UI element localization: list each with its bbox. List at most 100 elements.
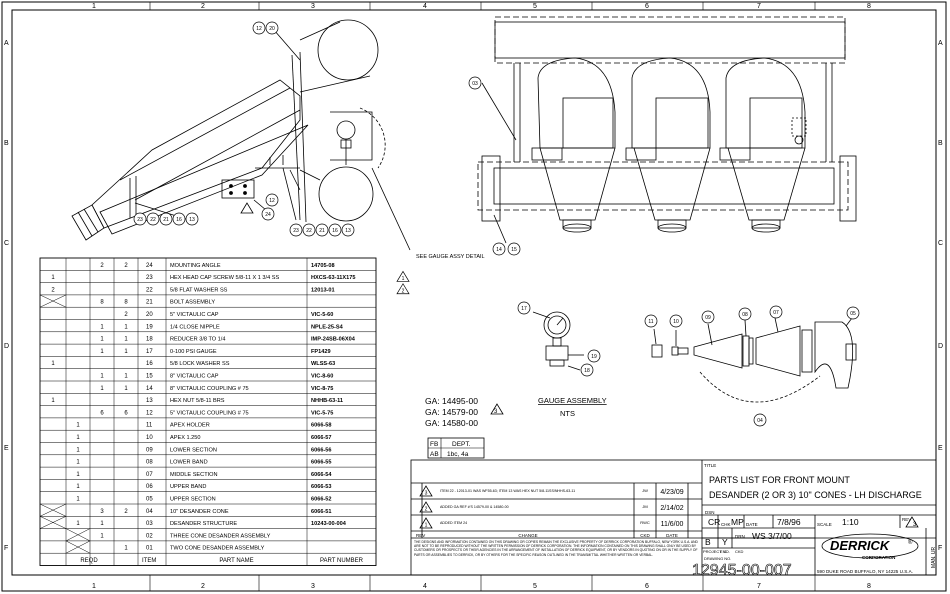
item-number-cell: 12 xyxy=(146,410,153,416)
zone-col-top-3: 3 xyxy=(311,3,315,10)
item-balloon xyxy=(517,301,531,315)
revision-date: 2/14/02 xyxy=(660,505,683,512)
part-name-cell: THREE CONE DESANDER ASSEMBLY xyxy=(170,533,271,539)
item-balloon xyxy=(769,305,783,319)
part-name-cell: REDUCER 3/8 TO 1/4 xyxy=(170,337,225,343)
zone-row-right-F: F xyxy=(938,545,942,552)
item-balloon xyxy=(289,223,303,237)
drawing-label: DRAWING NO. xyxy=(704,556,731,561)
title-block-texts: TITLE PARTS LIST FOR FRONT MOUNT DESANDE… xyxy=(414,463,937,579)
scale-value: 1:10 xyxy=(842,517,859,527)
item-balloon xyxy=(315,223,329,237)
qty-cell: 1 xyxy=(76,460,80,466)
qty-cell: 1 xyxy=(100,349,104,355)
cone-unit-1 xyxy=(537,57,616,233)
zone-row-right-A: A xyxy=(938,40,943,47)
item-balloon-label: 12 xyxy=(269,198,275,204)
part-name-cell: MIDDLE SECTION xyxy=(170,472,218,478)
qty-cell: 1 xyxy=(100,324,104,330)
revision-header-rev: REV xyxy=(416,533,425,538)
item-balloon xyxy=(753,413,767,427)
zone-col-top-6: 6 xyxy=(645,3,649,10)
item-number-cell: 07 xyxy=(146,472,153,478)
gauge-ref-numbers: GA: 14495-00 GA: 14579-00 GA: 14580-00 3… xyxy=(416,254,607,428)
item-balloon xyxy=(644,314,658,328)
part-number-cell: NHHB-63-11 xyxy=(311,398,343,404)
qty-cell: 1 xyxy=(124,349,128,355)
qty-cell: 1 xyxy=(76,472,80,478)
item-balloon-label: 21 xyxy=(319,228,325,234)
item-balloon-label: 17 xyxy=(521,306,527,312)
zone-row-left-C: C xyxy=(4,240,9,247)
item-number-cell: 04 xyxy=(146,509,153,515)
revision-checked: RWC xyxy=(640,520,650,525)
revision-change: ADDED GA REF #'S 14579-00 & 14580-00 xyxy=(440,505,509,509)
item-balloon-label: 11 xyxy=(648,319,653,325)
cone-unit-2 xyxy=(631,57,711,233)
na-mark xyxy=(39,294,67,308)
zone-row-left-A: A xyxy=(4,40,9,47)
gauge-number-1: GA: 14495-00 xyxy=(425,396,478,406)
revision-change: ADDED ITEM 24 xyxy=(440,521,467,525)
drawing-number: 12945-00-007 xyxy=(692,562,792,579)
zone-col-bottom-2: 2 xyxy=(201,583,205,590)
gauge-ref-triangle xyxy=(490,403,504,415)
item-number-cell: 22 xyxy=(146,287,153,293)
item-balloon xyxy=(738,307,752,321)
zone-row-right-D: D xyxy=(938,343,943,350)
gauge-number-3: GA: 14580-00 xyxy=(425,418,478,428)
part-number-cell: HXCS-63-11X175 xyxy=(311,275,355,281)
part-name-cell: UPPER BAND xyxy=(170,484,206,490)
part-number-cell: FP1429 xyxy=(311,349,331,355)
item-number-cell: 20 xyxy=(146,312,153,318)
item-balloon xyxy=(159,212,173,226)
zone-col-top-2: 2 xyxy=(201,3,205,10)
exploded-cone-view xyxy=(651,317,857,403)
item-balloon-label: 23 xyxy=(137,217,143,223)
gauge-assembly-title: GAUGE ASSEMBLY xyxy=(538,396,607,405)
item-balloon xyxy=(172,212,186,226)
item-balloon-label: 13 xyxy=(189,217,195,223)
item-number-cell: 13 xyxy=(146,398,153,404)
zone-col-bottom-6: 6 xyxy=(645,583,649,590)
zone-col-top-5: 5 xyxy=(533,3,537,10)
revision-number: 3 xyxy=(425,491,428,497)
part-name-cell: APEX HOLDER xyxy=(170,423,210,429)
qty-cell: 1 xyxy=(76,484,80,490)
zone-col-top-8: 8 xyxy=(867,3,871,10)
qty-cell: 1 xyxy=(76,521,80,527)
header-item: ITEM xyxy=(142,558,156,564)
part-number-cell: 6066-58 xyxy=(311,423,332,429)
zone-row-left-B: B xyxy=(4,140,9,147)
item-number-cell: 02 xyxy=(146,533,153,539)
part-name-cell: 10" DESANDER CONE xyxy=(170,509,229,515)
qty-cell: 3 xyxy=(100,509,104,515)
item-balloon-label: 08 xyxy=(742,312,748,318)
zone-row-left-E: E xyxy=(4,445,9,452)
drn-value: WS 3/7/00 xyxy=(752,531,792,541)
part-name-cell: APEX 1.250 xyxy=(170,435,200,441)
item-balloon xyxy=(468,76,482,90)
revision-flag-number: 1 xyxy=(402,276,405,282)
title-line-1: PARTS LIST FOR FRONT MOUNT xyxy=(709,475,850,485)
zone-row-right-B: B xyxy=(938,140,943,147)
company-address: 590 DUKE ROAD BUFFALO, NY 14225 U.S.A. xyxy=(817,569,913,574)
item-balloon-label: 22 xyxy=(306,228,312,234)
item-balloon-label: 15 xyxy=(511,247,517,253)
gauge-number-2: GA: 14579-00 xyxy=(425,407,478,417)
item-balloon-label: 10 xyxy=(673,319,679,325)
item-balloon-label: 24 xyxy=(265,212,271,218)
qty-cell: 1 xyxy=(100,337,104,343)
gauge-assembly-scale: NTS xyxy=(560,409,575,418)
zone-col-bottom-1: 1 xyxy=(92,583,96,590)
part-name-cell: 5" VICTAULIC CAP xyxy=(170,312,219,318)
item-number-cell: 23 xyxy=(146,275,153,281)
